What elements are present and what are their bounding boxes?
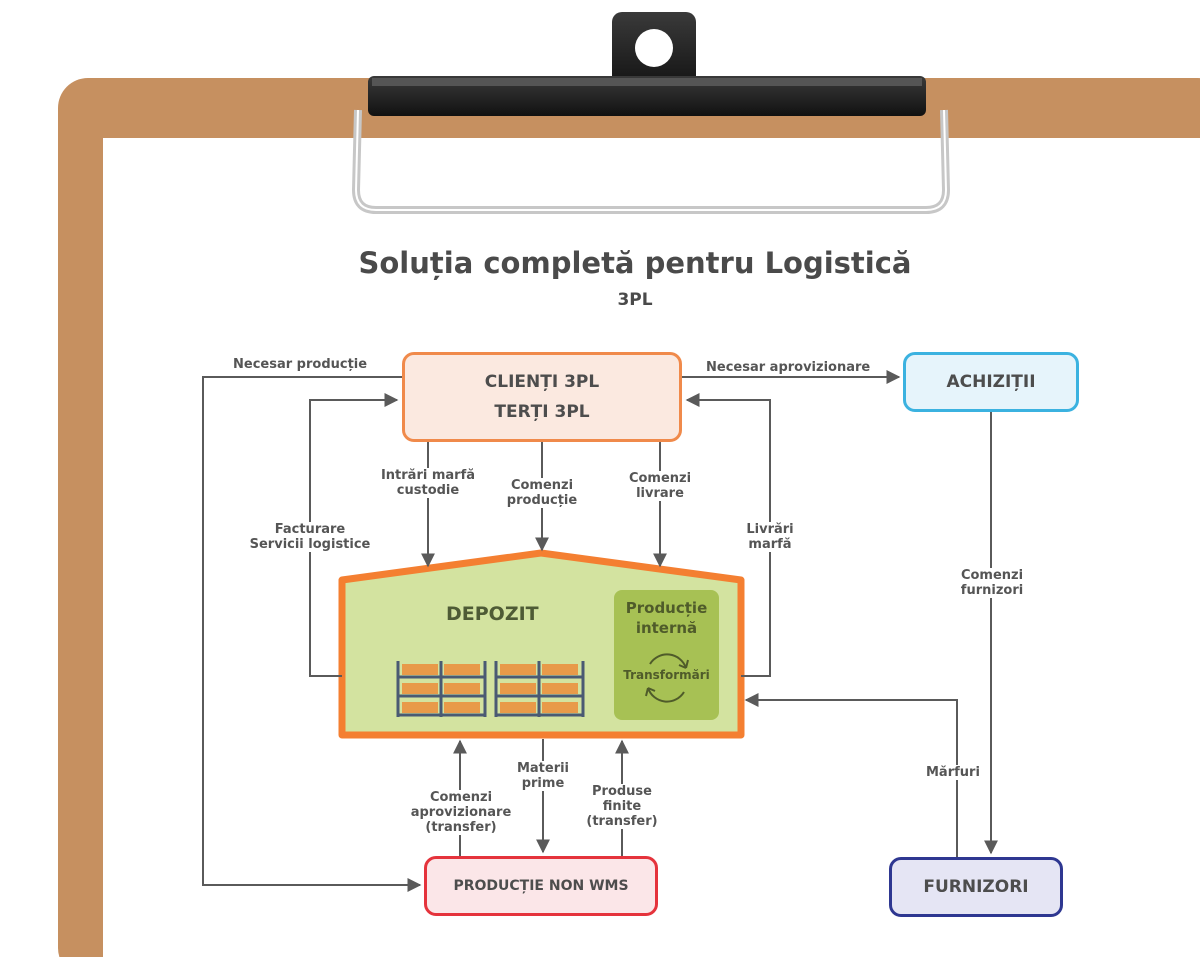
shelf-icon bbox=[396, 661, 487, 717]
label-line: Comenzi bbox=[429, 790, 493, 805]
label-produse-finite: Produse finite (transfer) bbox=[583, 784, 661, 829]
label-marfuri: Mărfuri bbox=[926, 765, 980, 780]
label-comenzi-furnizori: Comenzi furnizori bbox=[951, 568, 1033, 598]
node-productie-non-wms: PRODUCȚIE NON WMS bbox=[424, 856, 658, 916]
label-line: Comenzi bbox=[510, 478, 574, 493]
label-necesar-productie: Necesar producție bbox=[233, 357, 368, 372]
node-clienti-line2: TERȚI 3PL bbox=[494, 402, 590, 422]
label-line: Intrări marfă bbox=[380, 468, 476, 483]
label-comenzi-livrare: Comenzi livrare bbox=[620, 471, 700, 501]
label-line: Livrări bbox=[746, 522, 794, 537]
node-furnizori: FURNIZORI bbox=[889, 857, 1063, 917]
label-line: aprovizionare bbox=[410, 805, 512, 820]
node-clienti-3pl: CLIENȚI 3PL TERȚI 3PL bbox=[402, 352, 682, 442]
label-line: (transfer) bbox=[586, 814, 658, 829]
node-achizitii: ACHIZIȚII bbox=[903, 352, 1079, 412]
label-line: furnizori bbox=[960, 583, 1024, 598]
label-line: Facturare bbox=[274, 522, 346, 537]
label-line: marfă bbox=[748, 537, 792, 552]
edge-marfuri bbox=[744, 693, 958, 857]
edge-necesar-productie bbox=[202, 376, 422, 892]
node-depozit-label: DEPOZIT bbox=[446, 603, 539, 625]
transformari-label: Transformări bbox=[623, 668, 710, 682]
page-title: Soluția completă pentru Logistică bbox=[358, 246, 912, 280]
label-line: Comenzi bbox=[960, 568, 1024, 583]
label-intrari-marfa: Intrări marfă custodie bbox=[372, 468, 484, 498]
node-clienti-line1: CLIENȚI 3PL bbox=[484, 372, 600, 392]
label-line: Comenzi bbox=[628, 471, 692, 486]
shelf-icon bbox=[494, 661, 585, 717]
label-line: custodie bbox=[396, 483, 460, 498]
clipboard-clip bbox=[351, 12, 951, 214]
label-line: prime bbox=[521, 776, 565, 791]
label-materii-prime: Materii prime bbox=[514, 761, 572, 791]
label-line: Materii bbox=[516, 761, 570, 776]
label-necesar-aprovizionare: Necesar aprovizionare bbox=[706, 360, 871, 375]
label-line: finite bbox=[602, 799, 642, 814]
label-line: livrare bbox=[636, 486, 684, 501]
node-productie-interna-label: Producție internă bbox=[625, 599, 708, 637]
label-livrari-marfa: Livrări marfă bbox=[740, 522, 800, 552]
label-line: (transfer) bbox=[425, 820, 497, 835]
label-line: producție bbox=[506, 493, 578, 508]
label-comenzi-productie: Comenzi producție bbox=[496, 478, 588, 508]
label-facturare: Facturare Servicii logistice bbox=[246, 522, 374, 552]
label-line: Produse bbox=[592, 784, 652, 799]
label-line: Servicii logistice bbox=[249, 537, 371, 552]
label-comenzi-aprovizionare: Comenzi aprovizionare (transfer) bbox=[403, 790, 519, 835]
page-subtitle: 3PL bbox=[617, 290, 653, 310]
transform-cycle-icon bbox=[645, 653, 689, 703]
